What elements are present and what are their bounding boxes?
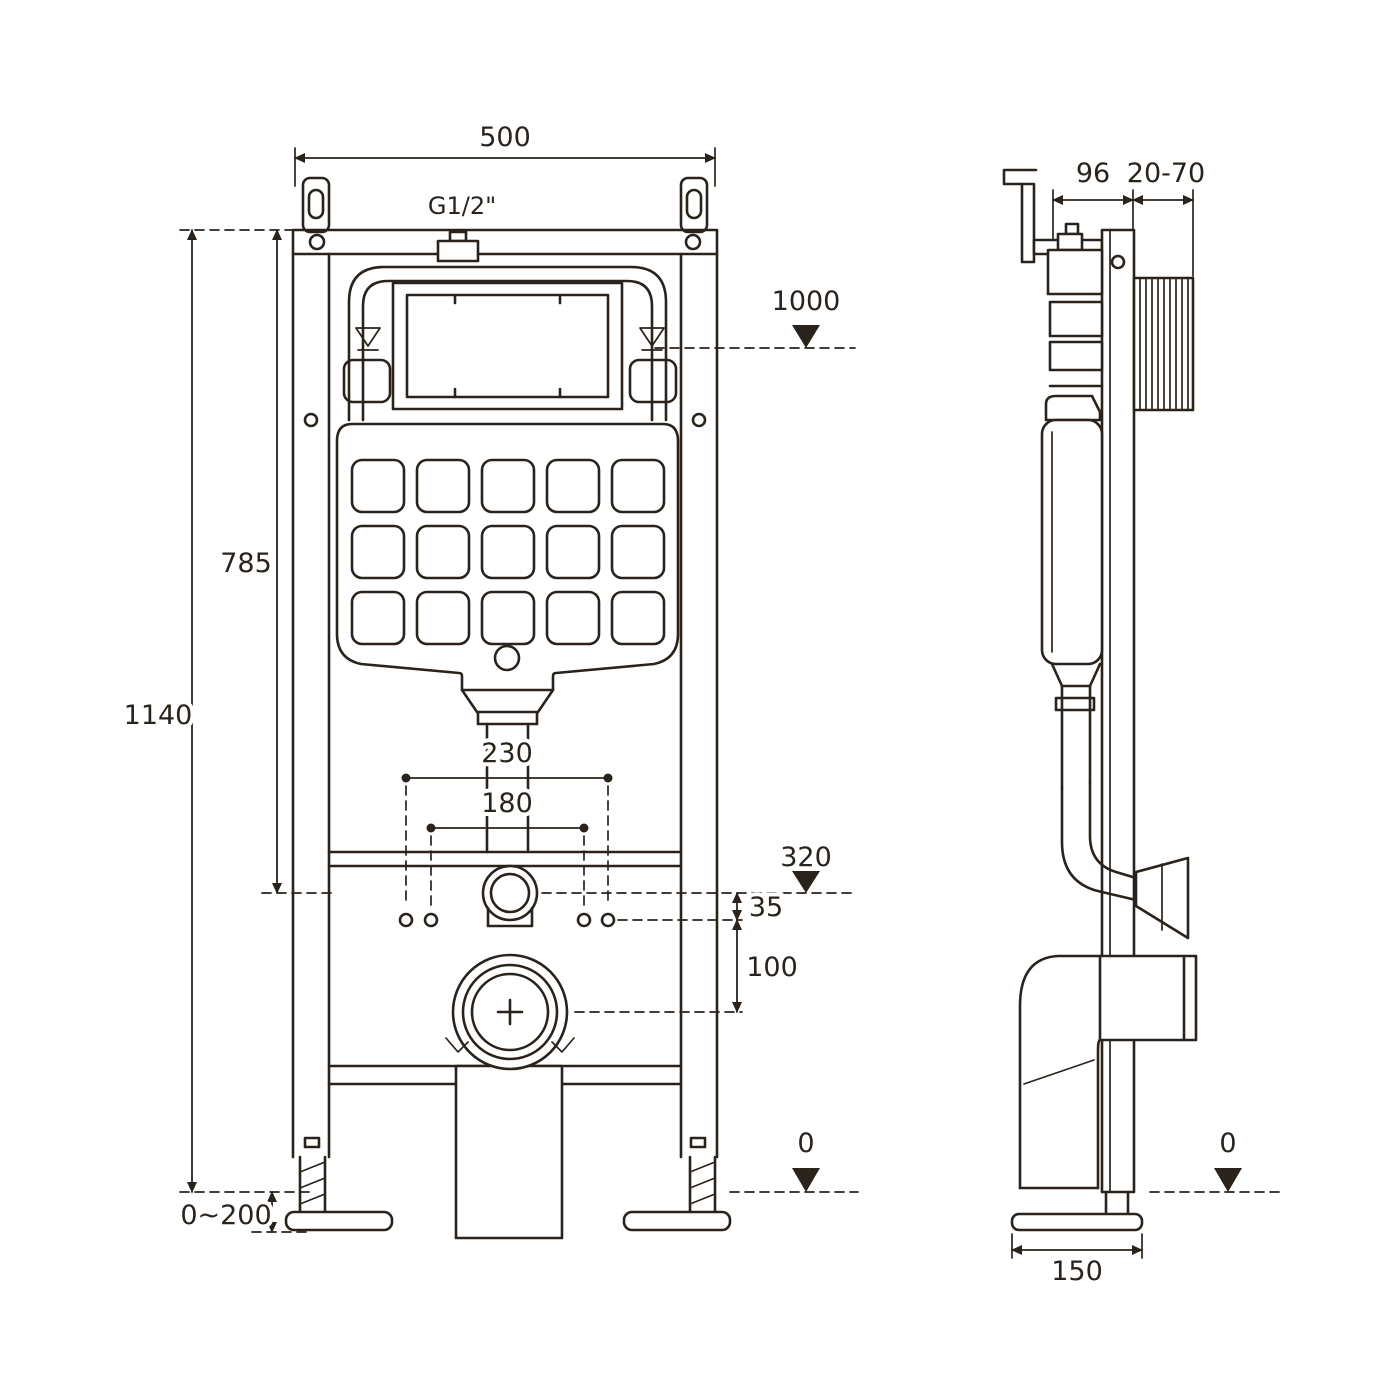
- dimension-labels: 500 G1/2" 1000 1140 785 230 180 320 35 1…: [120, 118, 1241, 1291]
- base-depth-dimension: [1011, 1233, 1143, 1259]
- dim-height-cistern-label: 785: [220, 548, 272, 579]
- flush-connection: [398, 864, 616, 928]
- dim-level-top-label: 1000: [772, 286, 841, 317]
- side-view: [1002, 168, 1283, 1259]
- dim-flush-inner-label: 180: [481, 788, 533, 819]
- supply-conduit: [347, 265, 668, 422]
- fixing-dimensions: [401, 773, 613, 907]
- dim-depth-frame-label: 96: [1076, 158, 1110, 189]
- adjustable-feet: [284, 1155, 732, 1232]
- outlet-level-dimensions: [541, 871, 856, 1013]
- dim-offset-outlet-label: 100: [746, 952, 798, 983]
- side-pockets: [342, 358, 678, 404]
- middle-crossbar: [327, 850, 683, 868]
- frame-structure: [291, 228, 719, 1159]
- dim-offset-small-label: 35: [749, 892, 783, 923]
- cistern-tank: [335, 422, 680, 692]
- cistern-profile: [1040, 222, 1104, 790]
- water-level-symbols: [355, 327, 665, 351]
- dim-width-500: [294, 147, 716, 187]
- drain-outlet: [445, 953, 575, 1071]
- dim-wall-distance-label: 20-70: [1127, 158, 1205, 189]
- drain-drop-pipe: [454, 1064, 564, 1240]
- level-1000-marker: [654, 325, 856, 349]
- thread-label: G1/2": [428, 192, 496, 220]
- dim-height-total-label: 1140: [124, 700, 193, 731]
- flush-bend-side: [1060, 780, 1190, 940]
- dim-feet-adjust-label: 0~200: [180, 1200, 271, 1231]
- frame-rail-side: [1100, 228, 1136, 1194]
- floor-level-marker-front: [729, 1168, 859, 1193]
- side-foot: [1010, 1190, 1144, 1232]
- depth-dimensions: [1052, 189, 1194, 277]
- water-inlet-fitting: [436, 230, 480, 263]
- drain-elbow-side: [1018, 954, 1198, 1190]
- dim-floor-front-label: 0: [797, 1128, 814, 1159]
- access-panel: [391, 281, 624, 411]
- dim-level-mid-label: 320: [780, 842, 832, 873]
- mounting-tabs: [301, 176, 709, 234]
- floor-level-marker-side: [1149, 1168, 1283, 1193]
- dim-width-label: 500: [479, 122, 531, 153]
- front-view: [179, 147, 859, 1240]
- flush-pipe: [460, 688, 555, 854]
- dim-flush-outer-label: 230: [481, 738, 533, 769]
- dim-depth-base-label: 150: [1051, 1256, 1103, 1287]
- wall-sleeve: [1132, 276, 1195, 412]
- dim-floor-side-label: 0: [1219, 1128, 1236, 1159]
- height-dimensions: [179, 229, 336, 1233]
